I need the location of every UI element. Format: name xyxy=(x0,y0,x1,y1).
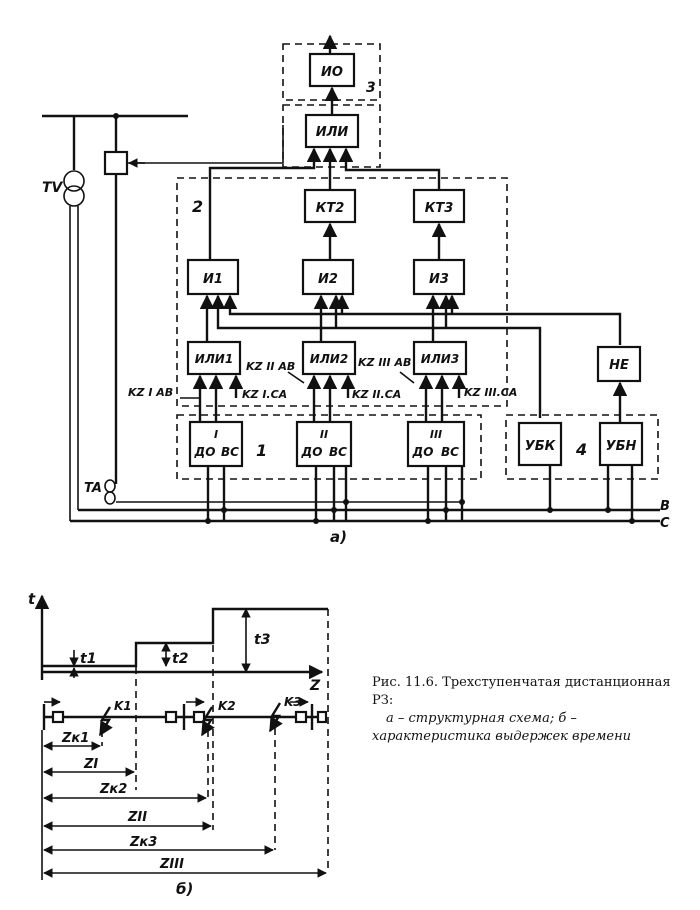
block-ne xyxy=(596,345,642,383)
group-2-frame xyxy=(176,177,508,407)
svg-text:И3: И3 xyxy=(429,272,449,287)
zone-ziii: ZIII xyxy=(159,857,184,872)
svg-text:III: III xyxy=(430,428,442,441)
signal-kz1-ab: KZ I AB xyxy=(128,386,173,399)
axis-t-label: t xyxy=(28,590,36,608)
signal-kz1-ca: KZ I.CA xyxy=(242,388,287,401)
ta-label: TA xyxy=(84,481,102,496)
signal-kz2-ca: KZ II.CA xyxy=(352,388,401,401)
zone-zk1: Zк1 xyxy=(61,731,89,746)
group-4-frame xyxy=(505,414,659,480)
fault-k3: K3 xyxy=(284,695,302,709)
structural-diagram: 3 2 1 4 TV TA B C ИО ИЛИ xyxy=(42,34,670,546)
signal-kz2-ab: KZ II AB xyxy=(246,360,295,373)
block-i3 xyxy=(412,258,466,296)
circuit-breaker xyxy=(103,150,129,176)
svg-text:ИЛИ2: ИЛИ2 xyxy=(310,352,348,366)
svg-text:I: I xyxy=(214,428,218,441)
group-1-label: 1 xyxy=(256,441,267,460)
svg-text:ИЛИ: ИЛИ xyxy=(316,125,349,140)
block-do-3 xyxy=(406,420,466,468)
figure-caption-title: Рис. 11.6. Трехступенчатая дистанционная… xyxy=(372,675,671,708)
svg-text:УБН: УБН xyxy=(606,439,637,454)
svg-text:ВС: ВС xyxy=(221,445,239,459)
svg-text:И1: И1 xyxy=(203,272,223,287)
block-i1 xyxy=(186,258,240,296)
block-ili2 xyxy=(301,340,357,376)
caption-b: б) xyxy=(176,880,193,898)
group-4-label: 4 xyxy=(575,440,587,459)
zone-zk3: Zк3 xyxy=(129,835,157,850)
block-i2 xyxy=(301,258,355,296)
time-step-curve xyxy=(42,607,328,668)
block-ili xyxy=(304,113,360,149)
fault-k2: K2 xyxy=(218,699,236,713)
phase-c-label: C xyxy=(660,516,670,531)
fault-k1: K1 xyxy=(114,699,132,713)
svg-text:КТ2: КТ2 xyxy=(316,201,345,216)
group-2-label: 2 xyxy=(192,197,203,216)
svg-text:ИЛИ1: ИЛИ1 xyxy=(195,352,233,366)
block-ili1 xyxy=(186,340,242,376)
tv-winding-2 xyxy=(63,185,85,207)
svg-text:УБК: УБК xyxy=(525,439,557,454)
time-t2: t2 xyxy=(172,651,188,667)
phase-b-label: B xyxy=(660,499,670,514)
svg-text:ДО: ДО xyxy=(412,445,434,459)
figure-caption-body: а – структурная схема; б – характеристик… xyxy=(372,710,632,744)
zone-zii: ZII xyxy=(127,810,147,825)
svg-text:КТ3: КТ3 xyxy=(425,201,454,216)
svg-text:ВС: ВС xyxy=(329,445,347,459)
tv-winding-1 xyxy=(63,170,85,192)
svg-text:НЕ: НЕ xyxy=(609,358,629,373)
svg-text:И2: И2 xyxy=(318,272,338,287)
group-1-frame xyxy=(176,414,482,480)
svg-text:ИО: ИО xyxy=(321,65,343,80)
time-t1: t1 xyxy=(80,651,96,667)
tv-label: TV xyxy=(42,180,64,196)
svg-text:ДО: ДО xyxy=(194,445,216,459)
svg-text:ДО: ДО xyxy=(301,445,323,459)
zone-zi: ZI xyxy=(83,757,98,772)
signal-kz3-ca: KZ III.CA xyxy=(464,386,517,399)
group-3-label: 3 xyxy=(366,80,376,96)
svg-text:II: II xyxy=(320,428,328,441)
svg-text:ИЛИ3: ИЛИ3 xyxy=(421,352,459,366)
figure-caption-box: Рис. 11.6. Трехступенчатая дистанционная… xyxy=(372,675,671,744)
zone-zk2: Zк2 xyxy=(99,782,127,797)
time-characteristic: t Z t1 t2 t3 K1 K2 K3 xyxy=(28,590,329,898)
axis-z-label: Z xyxy=(309,678,321,694)
svg-text:ВС: ВС xyxy=(441,445,459,459)
block-ubk xyxy=(517,421,563,467)
block-io xyxy=(308,52,356,88)
block-ili3 xyxy=(412,340,468,376)
signal-kz3-ab: KZ III AB xyxy=(358,356,411,369)
caption-a: а) xyxy=(330,528,347,546)
block-do-2 xyxy=(295,420,353,468)
block-do-1 xyxy=(188,420,244,468)
time-t3: t3 xyxy=(254,632,270,648)
